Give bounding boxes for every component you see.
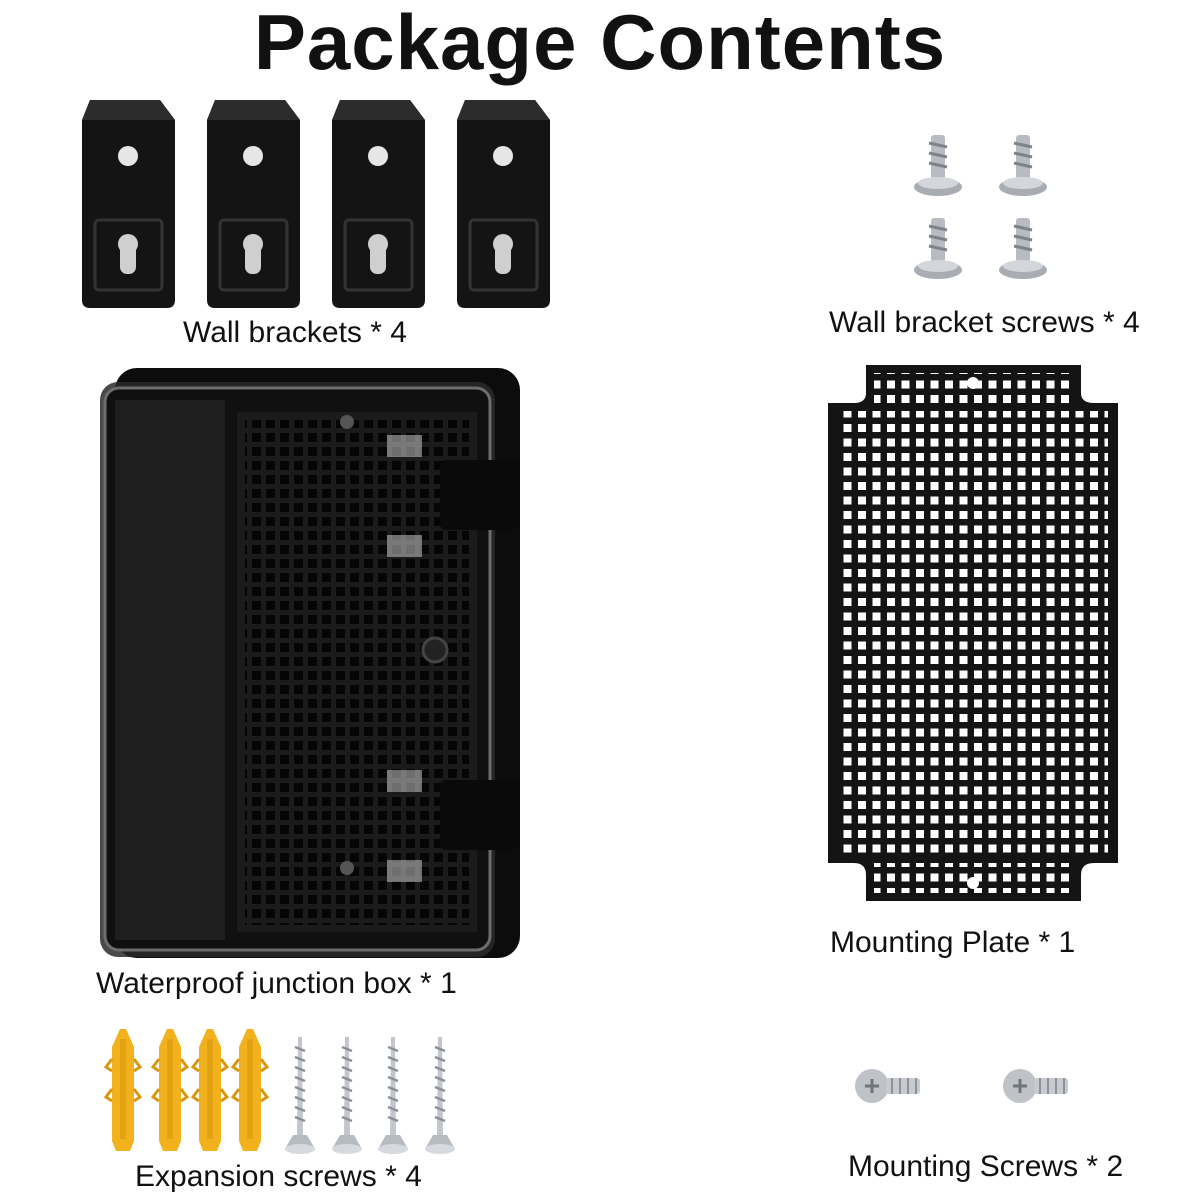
junction-box-image [100,368,520,958]
wall-bracket-screws-image [912,133,1049,281]
expansion-screws-label: Expansion screws * 4 [135,1160,422,1193]
mounting-plate-image [828,365,1118,901]
mounting-screws-image [853,1067,1070,1105]
mounting-screws-label: Mounting Screws * 2 [848,1150,1124,1183]
junction-box-label: Waterproof junction box * 1 [96,967,457,1000]
wall-brackets-label: Wall brackets * 4 [183,316,407,349]
wall-bracket-screws-label: Wall bracket screws * 4 [829,306,1140,339]
mounting-plate-label: Mounting Plate * 1 [830,926,1076,959]
expansion-screws-image [104,1027,457,1155]
wall-brackets-image [80,98,552,310]
page-title: Package Contents [253,0,947,86]
